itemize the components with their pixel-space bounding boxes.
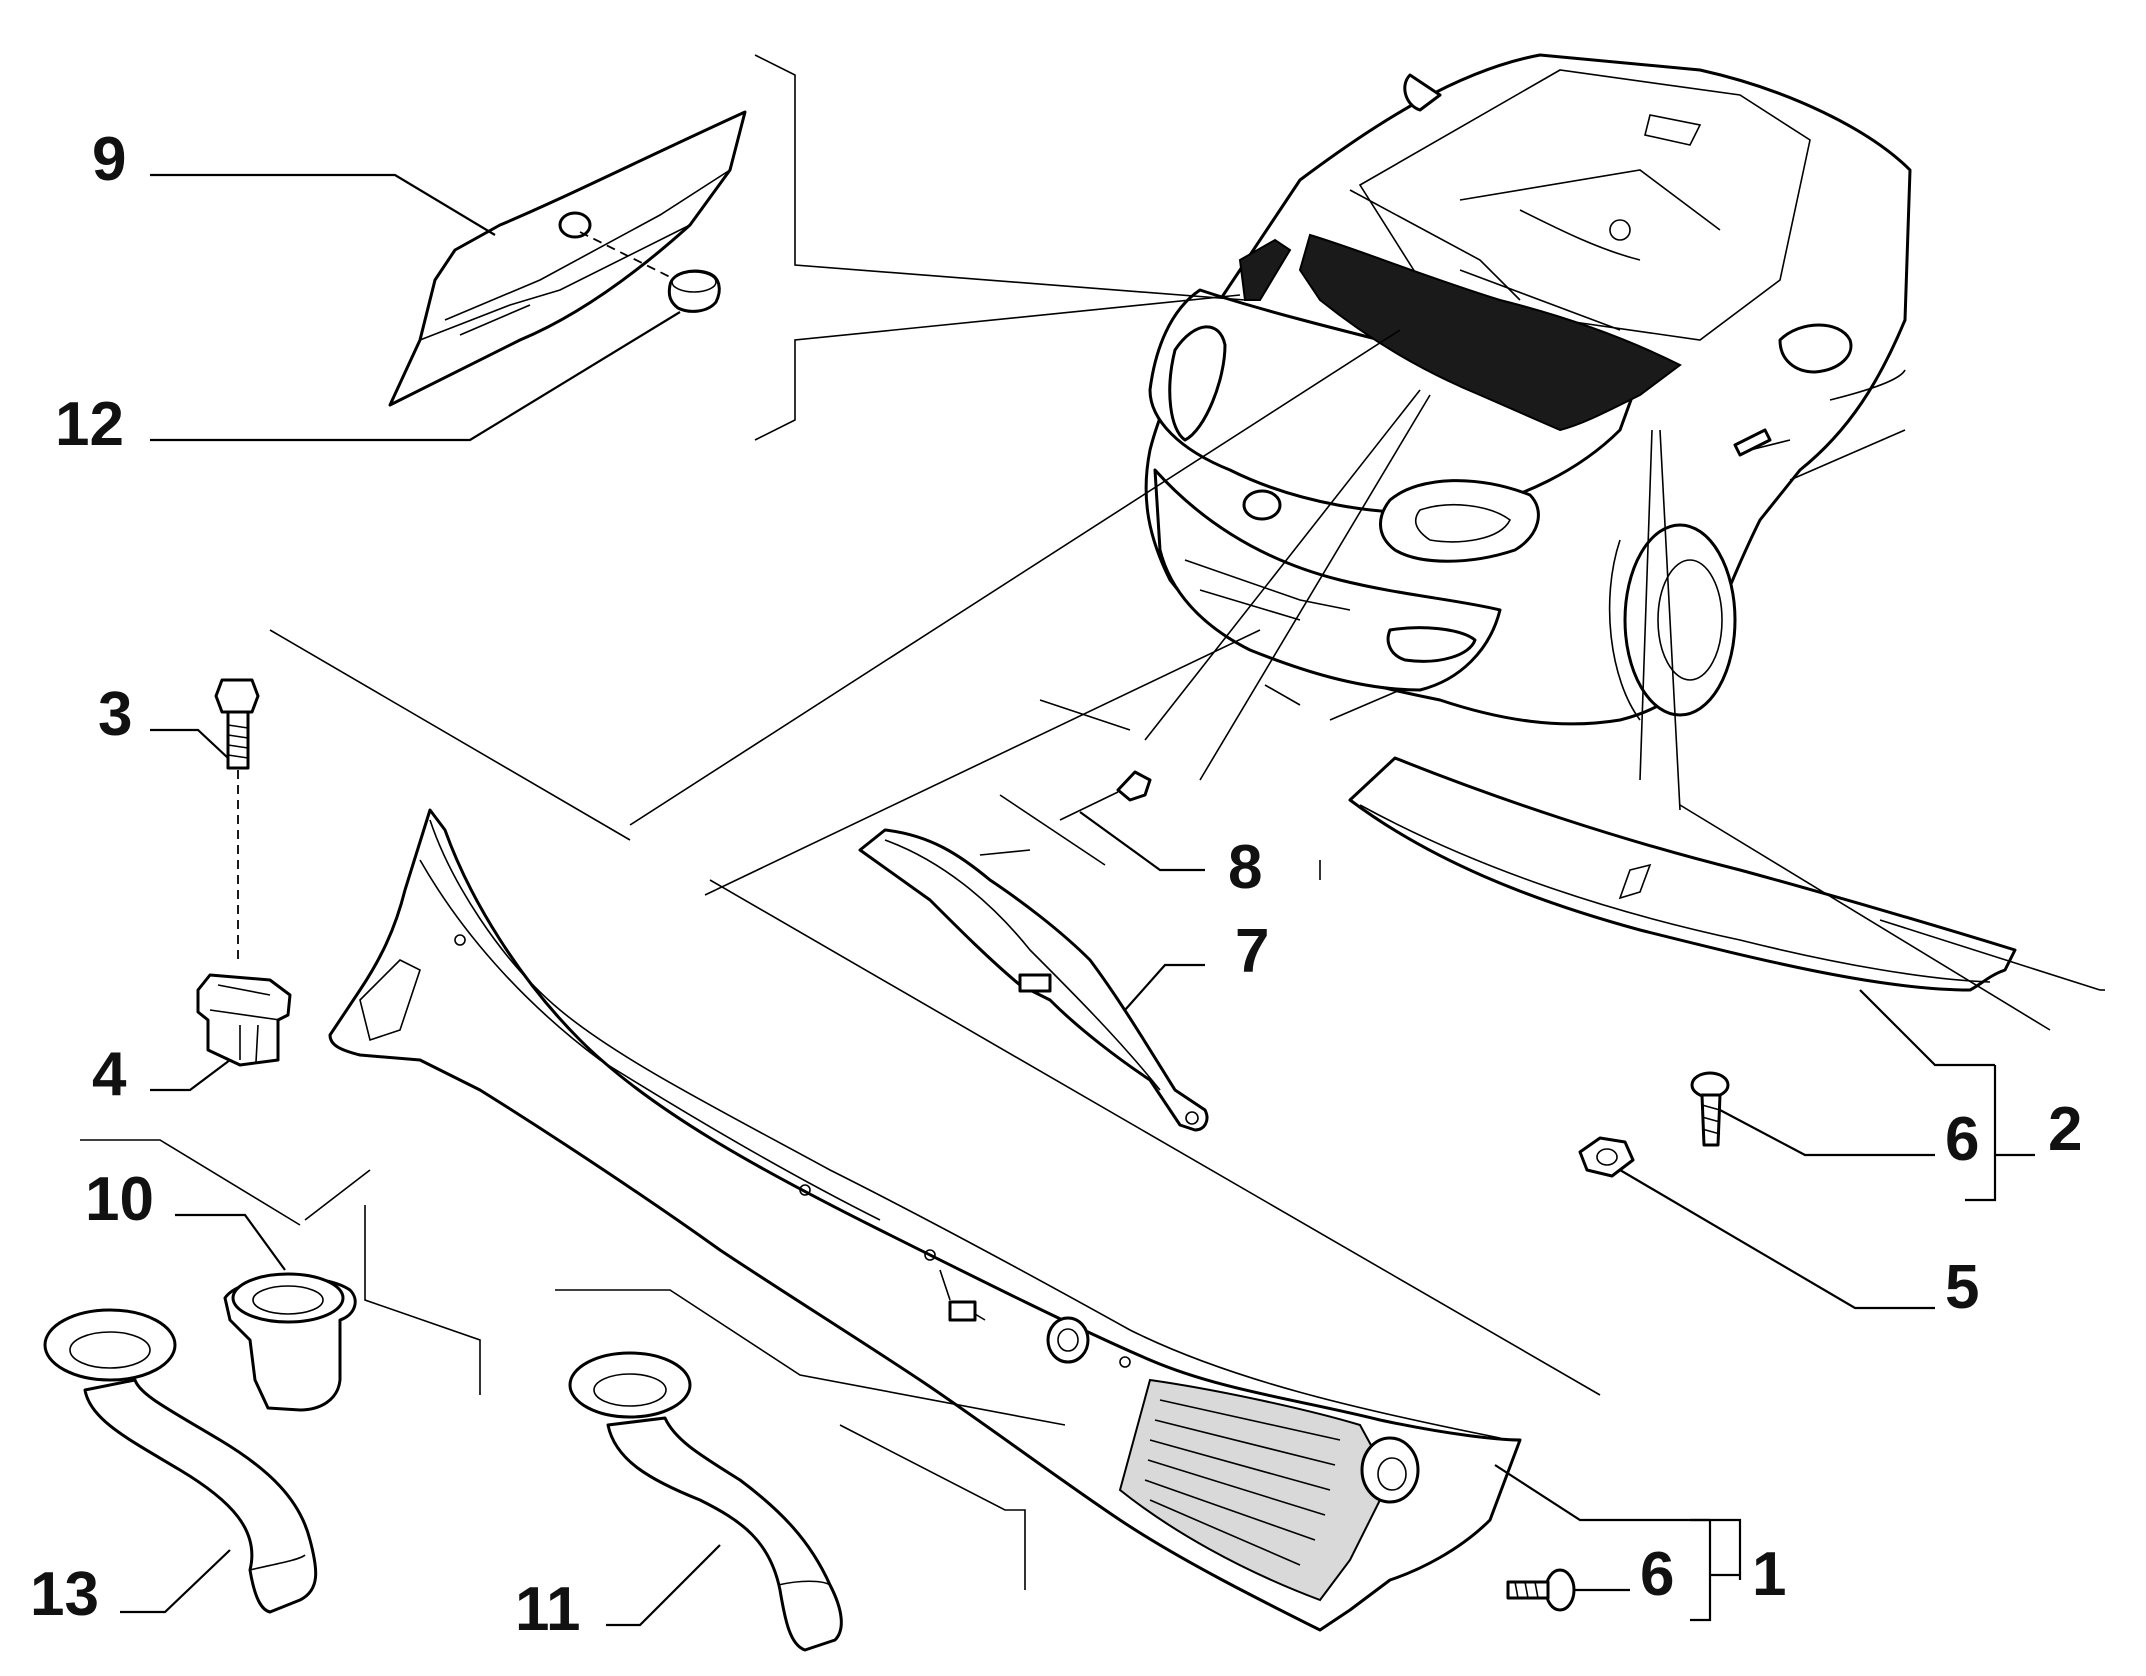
leader-lines	[80, 54, 2105, 1627]
part-4-clip-nut	[196, 973, 292, 1067]
callout-11: 11	[515, 1575, 581, 1644]
part-8-rivet	[1059, 770, 1152, 821]
callout-4: 4	[92, 1040, 127, 1109]
callout-2: 2	[2048, 1095, 2082, 1164]
part-5-nut	[1578, 1136, 1635, 1178]
part-3-bolt	[214, 678, 260, 960]
callout-6-right: 6	[1945, 1105, 1979, 1174]
part-7-side-trim	[858, 828, 1209, 1132]
part-2-seal-strip	[1348, 756, 2017, 992]
part-13-drain-hose	[43, 1308, 318, 1614]
callout-10: 10	[85, 1165, 154, 1234]
part-6-screw-bottom	[1506, 1568, 1576, 1612]
callout-1: 1	[1752, 1540, 1786, 1609]
callout-8: 8	[1228, 833, 1262, 902]
callout-7: 7	[1235, 917, 1269, 986]
callout-9: 9	[92, 125, 126, 194]
car-illustration	[1144, 53, 1912, 726]
part-10-drain-grommet	[223, 1272, 357, 1412]
callout-6-bottom: 6	[1640, 1540, 1674, 1609]
part-6-screw-right	[1690, 1071, 1730, 1147]
part-11-drain-hose	[568, 1351, 843, 1652]
callout-12: 12	[55, 390, 124, 459]
callout-13: 13	[30, 1560, 99, 1629]
callout-5: 5	[1945, 1253, 1979, 1322]
part-9-pillar-trim	[388, 110, 747, 407]
callout-3: 3	[98, 680, 132, 749]
part-1-cowl-panel	[328, 808, 1522, 1632]
part-12-clip	[667, 269, 721, 313]
callout-labels: 9 12 3 4 10 13 11 8 7 6 2 5 6 1	[30, 125, 2082, 1644]
